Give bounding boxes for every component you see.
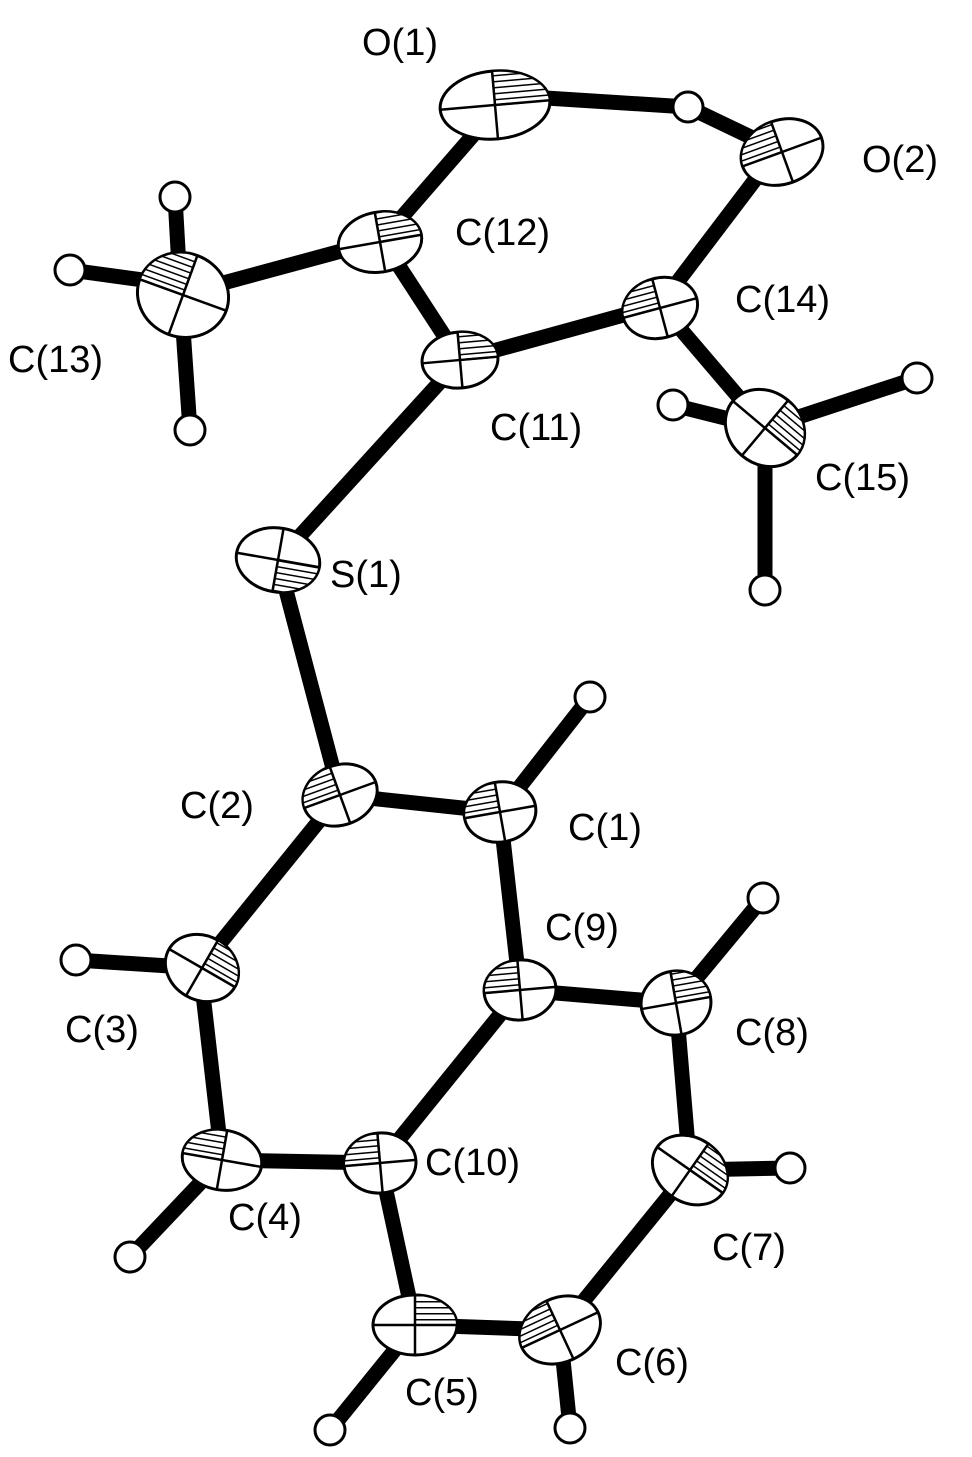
atom-C5	[371, 1293, 459, 1357]
hydrogen-C3	[59, 943, 93, 977]
atom-O1	[438, 69, 552, 141]
label-C1: C(1)	[568, 807, 642, 849]
atom-C9	[482, 958, 558, 1022]
atom-C3	[163, 932, 241, 1004]
label-O2: O(2)	[862, 139, 938, 181]
label-C14: C(14)	[735, 279, 830, 321]
label-C13: C(13)	[8, 339, 103, 381]
hydrogen-C4	[113, 1240, 147, 1274]
label-C5: C(5)	[405, 1372, 479, 1414]
atom-C6	[518, 1294, 602, 1366]
atom-C11	[420, 330, 500, 390]
label-C3: C(3)	[65, 1009, 139, 1051]
label-C6: C(6)	[615, 1342, 689, 1384]
label-S1: S(1)	[330, 554, 402, 596]
hydrogen-C7	[773, 1151, 807, 1185]
atom-C14	[620, 275, 700, 341]
atom-C13	[135, 251, 231, 339]
hydrogen-C8	[746, 881, 780, 915]
label-O1: O(1)	[362, 22, 438, 64]
hydrogen-O-H	[671, 90, 705, 124]
hydrogen-C5	[313, 1413, 347, 1447]
hydrogen-C15-c	[748, 573, 782, 607]
hydrogen-C15-a	[900, 361, 934, 395]
label-C9: C(9)	[545, 907, 619, 949]
label-C2: C(2)	[180, 785, 254, 827]
label-C7: C(7)	[712, 1227, 786, 1269]
hydrogen-C13-c	[173, 413, 207, 447]
bond-C2-C3	[192, 787, 348, 976]
label-C11: C(11)	[490, 407, 582, 449]
hydrogen-C6	[553, 1411, 587, 1445]
atom-O2	[739, 117, 825, 187]
label-C4: C(4)	[228, 1197, 302, 1239]
hydrogen-C13-b	[53, 253, 87, 287]
bond-C11-S1	[270, 352, 468, 568]
label-C8: C(8)	[735, 1012, 809, 1054]
label-C12: C(12)	[455, 212, 550, 254]
atom-labels: O(1) O(2) C(12) C(14) C(13) C(11) C(15) …	[8, 22, 938, 1414]
atom-C10	[342, 1131, 418, 1195]
label-C15: C(15)	[815, 457, 910, 499]
bond-O1-H	[522, 89, 696, 115]
heavy-atoms	[135, 69, 825, 1366]
bond-S1-C2	[270, 552, 348, 803]
atom-C1	[462, 780, 538, 844]
hydrogen-C13-a	[158, 180, 192, 214]
atom-C7	[650, 1133, 730, 1207]
bond-C9-C10	[372, 982, 528, 1171]
atom-C2	[301, 762, 379, 828]
atom-C4	[180, 1128, 264, 1192]
hydrogen-C15-b	[656, 388, 690, 422]
atom-C12	[336, 210, 424, 274]
label-C10: C(10)	[425, 1142, 520, 1184]
atom-S1	[234, 526, 322, 594]
atom-C15	[723, 387, 807, 469]
atom-C8	[639, 969, 713, 1037]
hydrogen-atoms	[53, 90, 934, 1447]
hydrogen-C1	[573, 680, 607, 714]
